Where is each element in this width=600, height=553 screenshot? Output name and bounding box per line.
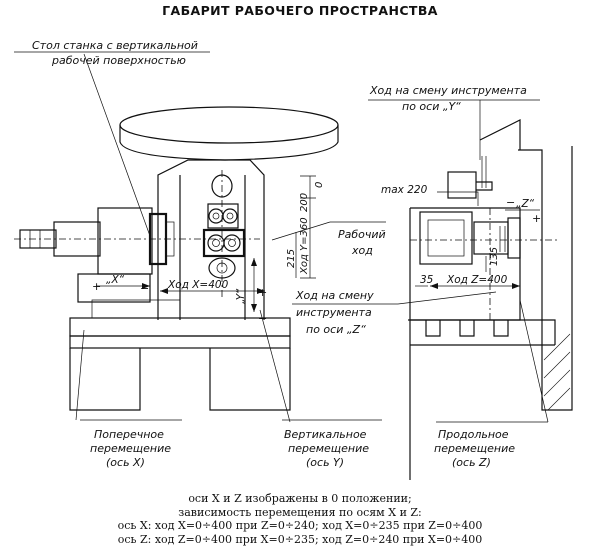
dim-215: 215 [286, 249, 297, 268]
axis-y-plus: + [258, 286, 267, 299]
dim-135: 135 [489, 247, 500, 266]
tool-z-label-line3: по оси „Z“ [306, 323, 366, 336]
note-line-4: ось Z: ход Z=0÷400 при X=0÷235; ход Z=0÷… [117, 532, 483, 546]
vertical-label-line2: перемещение [288, 442, 369, 455]
notes-block: оси X и Z изображены в 0 положении; зави… [0, 492, 600, 546]
axis-x-plus: + [92, 280, 101, 293]
axis-y-mark: „Y“ [235, 288, 247, 304]
work-label-line2: ход [351, 244, 373, 257]
longitudinal-label-line3: (ось Z) [452, 456, 491, 469]
table-label-line1: Стол станка с вертикальной [32, 39, 198, 52]
dimension-lines [96, 175, 540, 312]
axis-y-minus: − [258, 312, 267, 325]
tool-z-label-line2: инструмента [296, 306, 372, 319]
tool-y-label-line2: по оси „Y“ [402, 100, 461, 113]
axis-z-plus: + [532, 212, 541, 225]
transverse-label-line3: (ось X) [106, 456, 145, 469]
table-label-line2: рабочей поверхностью [51, 54, 186, 67]
leader-lines [14, 51, 549, 423]
tool-z-label-line1: Ход на смену [295, 289, 374, 302]
side-view [408, 119, 573, 480]
vertical-label-line3: (ось Y) [306, 456, 344, 469]
dim-0: 0 [314, 182, 325, 188]
hod-z-dimension: Ход Z=400 [446, 274, 508, 286]
longitudinal-label-line1: Продольное [438, 428, 509, 441]
dim-200: 200 [299, 193, 310, 212]
max220-dimension: max 220 [381, 184, 428, 196]
longitudinal-label-line2: перемещение [434, 442, 515, 455]
hod-x-dimension: Ход X=400 [167, 279, 229, 291]
axis-x-mark: „X“ [106, 274, 125, 286]
axis-z-mark: „Z“ [516, 198, 535, 210]
front-view [14, 106, 339, 411]
axis-x-minus: − [140, 282, 149, 295]
note-line-1: оси X и Z изображены в 0 положении; [188, 492, 412, 505]
note-line-2: зависимость перемещения по осям X и Z: [178, 505, 422, 519]
tool-y-label-line1: Ход на смену инструмента [369, 84, 527, 97]
page-title: ГАБАРИТ РАБОЧЕГО ПРОСТРАНСТВА [162, 3, 438, 18]
axis-z-minus: − [506, 196, 515, 209]
vertical-label-line1: Вертикальное [284, 428, 367, 441]
dim-35: 35 [420, 274, 434, 286]
work-label-line1: Рабочий [338, 228, 386, 241]
transverse-label-line1: Поперечное [94, 428, 164, 441]
note-line-3: ось X: ход X=0÷400 при Z=0÷240; ход X=0÷… [117, 519, 483, 532]
hod-y-dimension: Ход Y=360 [299, 217, 310, 275]
transverse-label-line2: перемещение [90, 442, 171, 455]
